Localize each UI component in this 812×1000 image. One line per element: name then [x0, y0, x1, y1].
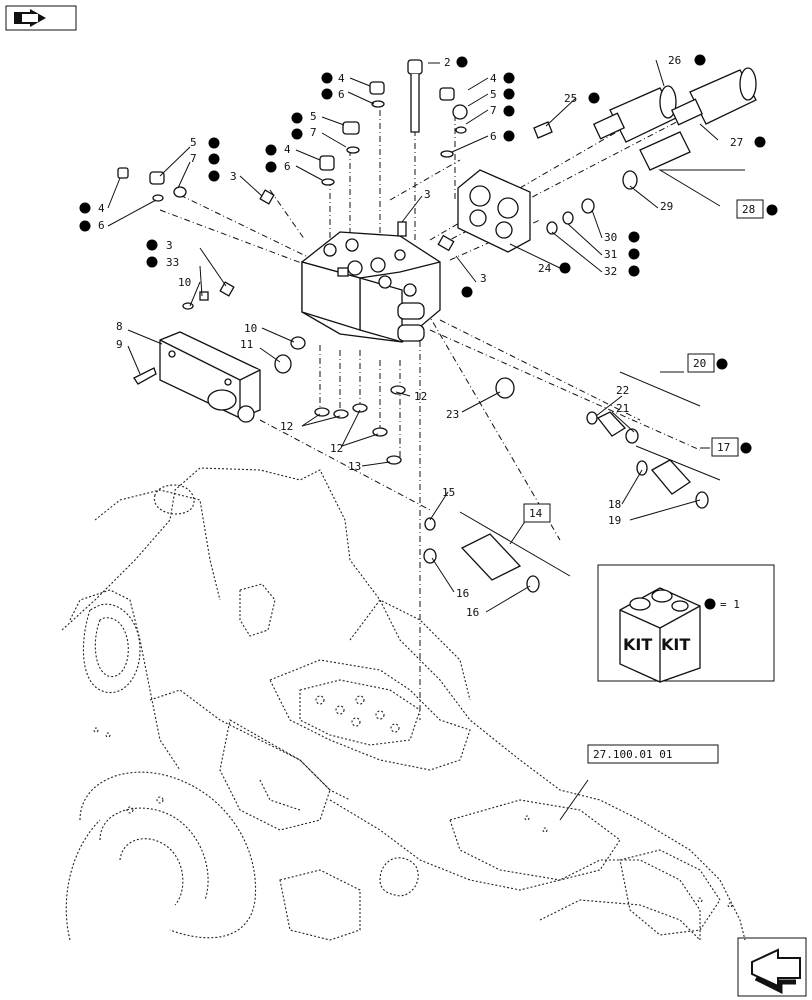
fitting-14 [423, 517, 540, 593]
callout-3: 3 [424, 188, 431, 201]
cover-plate [133, 331, 261, 423]
callout-11: 11 [240, 338, 253, 351]
callout-labels: 2 4 6 4 5 7 6 5 7 4 6 5 7 3 4 6 3 25 26 … [98, 54, 743, 619]
boxed-ref-17: 17 [717, 441, 730, 454]
boxed-ref-14: 14 [529, 507, 543, 520]
fitting-17 [636, 459, 709, 509]
boxed-references: 28 20 17 14 27.100.01 01 [523, 199, 764, 764]
previous-page-arrow-icon[interactable] [5, 5, 77, 31]
callout-15: 15 [442, 486, 455, 499]
gasket-plate [457, 169, 531, 253]
callout-6: 6 [490, 130, 497, 143]
callout-23: 23 [446, 408, 459, 421]
callout-6: 6 [284, 160, 291, 173]
bolt-2 [407, 59, 423, 133]
callout-4: 4 [338, 72, 345, 85]
callout-26: 26 [668, 54, 681, 67]
callout-3: 3 [230, 170, 237, 183]
kit-marker-dots [79, 54, 778, 454]
kit-label: KIT [623, 635, 652, 654]
callout-3: 3 [480, 272, 487, 285]
callout-12: 12 [414, 390, 427, 403]
callout-8: 8 [116, 320, 123, 333]
callout-10: 10 [244, 322, 257, 335]
callout-5: 5 [310, 110, 317, 123]
callout-33: 33 [166, 256, 179, 269]
boxed-ref-28: 28 [742, 203, 755, 216]
callout-7: 7 [190, 152, 197, 165]
callout-27: 27 [730, 136, 743, 149]
callout-2: 2 [444, 56, 451, 69]
next-page-arrow-icon[interactable] [737, 937, 807, 997]
solenoid-cartridge-27 [670, 67, 757, 126]
kit-label: KIT [661, 635, 690, 654]
callout-6: 6 [338, 88, 345, 101]
callout-30: 30 [604, 231, 617, 244]
kit-equals-text: = 1 [720, 598, 740, 611]
callout-21: 21 [616, 402, 629, 415]
callout-19: 19 [608, 514, 621, 527]
solenoid-cartridge-26 [592, 85, 677, 143]
callout-7: 7 [490, 104, 497, 117]
plugs-and-seals [117, 81, 595, 465]
callout-16: 16 [456, 587, 469, 600]
callout-22: 22 [616, 384, 629, 397]
tractor-frame-outline [61, 467, 746, 941]
callout-32: 32 [604, 265, 617, 278]
callout-3: 3 [166, 239, 173, 252]
callout-29: 29 [660, 200, 673, 213]
callout-12: 12 [280, 420, 293, 433]
kit-legend: KIT KIT = 1 [597, 564, 775, 683]
callout-5: 5 [490, 88, 497, 101]
boxed-ref-20: 20 [693, 357, 706, 370]
valve-block [301, 231, 441, 343]
callout-16: 16 [466, 606, 479, 619]
callout-4: 4 [284, 143, 291, 156]
callout-7: 7 [310, 126, 317, 139]
callout-4: 4 [98, 202, 105, 215]
cartridge-29 [622, 131, 691, 190]
callout-4: 4 [490, 72, 497, 85]
callout-13: 13 [348, 460, 361, 473]
callout-25: 25 [564, 92, 577, 105]
callout-18: 18 [608, 498, 621, 511]
callout-6: 6 [98, 219, 105, 232]
leader-lines [107, 59, 745, 821]
callout-31: 31 [604, 248, 617, 261]
callout-24: 24 [538, 262, 552, 275]
callout-9: 9 [116, 338, 123, 351]
callout-5: 5 [190, 136, 197, 149]
callout-10: 10 [178, 276, 191, 289]
callout-12: 12 [330, 442, 343, 455]
reference-code: 27.100.01 01 [593, 748, 672, 761]
fitting-20 [586, 411, 639, 444]
